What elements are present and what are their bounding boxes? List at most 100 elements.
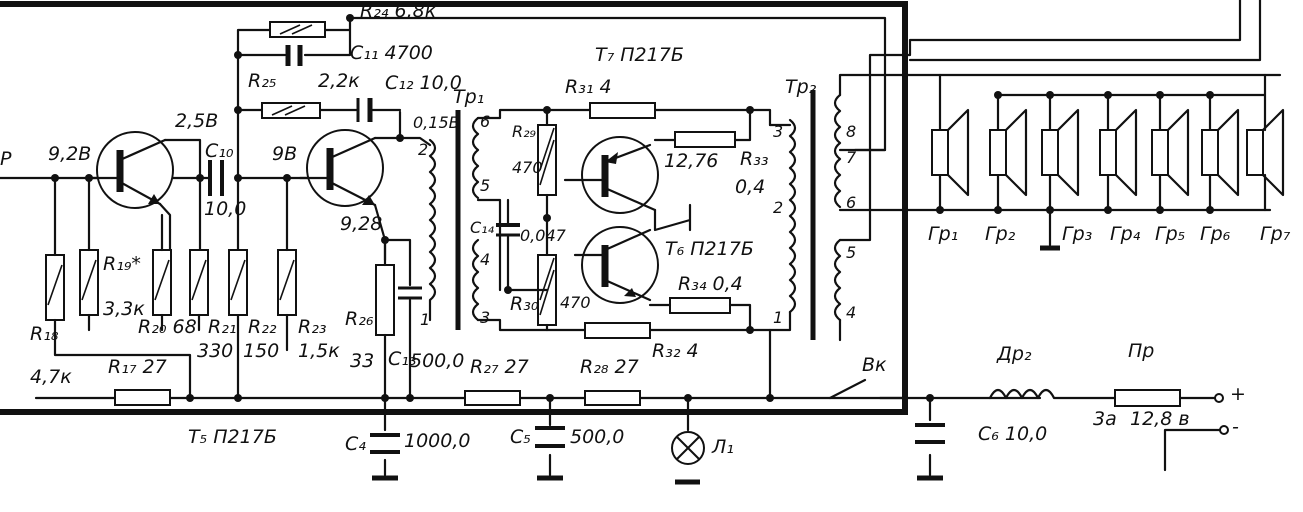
resistor-r29 [537,124,557,196]
label-r24: R₂₄ 6,8к [360,0,437,22]
transistor-driver [298,129,384,207]
enclosure-frame [0,1,908,415]
label-v-collector: 2,5В [175,110,219,132]
speaker-label: Гр₂ [985,223,1016,245]
label-tr1: Tр₁ [453,86,485,108]
label-r25: R₂₅ [248,70,277,92]
speaker-label: Гр₅ [1155,223,1186,245]
label-r21-value: 330 [197,340,234,362]
label-r23-value: 1,5к [298,340,340,362]
label-r21: R₂₁ [208,316,237,338]
speaker-array [931,73,1285,251]
label-c12: C₁₂ 10,0 [385,72,462,94]
capacitor-c10 [208,160,224,196]
t5-wiring [158,138,202,252]
label-v-emitter: 9,28 [340,213,383,235]
label-r22: R₂₂ [248,316,277,338]
capacitor-c11 [285,45,303,66]
label-c5: C₅ [510,426,531,448]
transistor-t6 [573,226,659,304]
label-lamp: Л₁ [712,436,734,458]
label-r34: R₃₄ 0,4 [678,273,743,295]
label-fuse: Пр [1128,340,1155,362]
terminals [1214,393,1229,435]
label-r19-value: 3,3к [103,298,145,320]
resistor-r25 [261,102,321,119]
label-t6: T₆ П217Б [665,238,754,260]
label-r30: R₃₀ [510,293,539,315]
transistor-t5 [83,131,174,209]
resistor-r20 [152,249,172,316]
tr2-pin: 8 [846,122,857,141]
label-tr2: Tр₂ [785,76,817,98]
label-input: Р [0,148,12,170]
output-resistor-wiring [648,108,752,332]
label-switch: Вк [862,354,887,376]
label-t5: T₅ П217Б [188,426,277,448]
capacitor-c12 [356,98,373,122]
label-r33: R₃₃ [740,148,769,170]
label-r20: R₂₀ 68 [138,316,197,338]
tr2-pin: 5 [846,243,857,262]
capacitor-c5 [535,426,565,481]
label-supply-voltage: 12,8 в [1130,408,1190,430]
label-c4: C₄ [345,433,366,455]
fuse-pr [1114,389,1217,407]
resistor-r22 [228,249,248,316]
resistor-r17 [114,389,171,406]
label-c14-value: 0,047 [520,226,566,245]
resistor-r28 [584,390,641,406]
label-c10: C₁₀ [205,140,234,162]
label-c10-value: 10,0 [204,198,247,220]
label-fuse-value: 3а [1093,408,1117,430]
tr1-pin: 2 [418,140,429,159]
label-minus: - [1232,416,1239,438]
label-r26-value: 33 [350,350,375,372]
bias-wiring-left [53,176,289,400]
label-r27: R₂₇ 27 [470,356,529,378]
label-plus: + [1230,383,1246,405]
resistor-r19 [79,249,99,316]
switch-vk-contacts [828,378,1042,400]
resistor-r23 [277,249,297,316]
label-v-base: 9В [272,143,298,165]
capacitor-c14 [496,223,520,237]
emitter-wiring [383,238,412,400]
label-c13: C₁₃ [388,348,417,370]
label-r23: R₂₃ [298,316,327,338]
label-r32: R₃₂ 4 [652,340,699,362]
tr2-pin: 6 [846,193,857,212]
tr1-pin: 3 [480,308,491,327]
label-c11: C₁₁ 4700 [350,42,433,64]
tr2-pin: 4 [846,303,857,322]
resistor-r34 [669,297,731,314]
label-r29: R₂₉ [512,122,536,141]
label-r30-value: 470 [560,293,591,312]
label-c5-value: 500,0 [570,426,625,448]
tr2-pin: 3 [773,122,784,141]
label-r18: R₁₈ [30,323,59,345]
speaker-label: Гр₁ [928,223,959,245]
minus-lead [1163,428,1222,472]
capacitor-c4 [370,433,400,481]
bias-wiring [506,108,549,332]
lamp-l1 [671,431,705,485]
label-dr2: Др₂ [997,343,1032,365]
resistor-r27 [464,390,521,406]
label-r29-value: 470 [512,158,543,177]
resistor-r32 [584,322,651,339]
resistor-r18 [45,254,65,321]
junction-dots [51,14,1214,402]
label-r25-value: 2,2к [318,70,360,92]
capacitor-c13 [398,286,422,300]
speaker-label: Гр₇ [1260,223,1291,245]
tr1-pin: 6 [480,112,491,131]
transistor-t7 [563,136,659,214]
label-r19: R₁₉* [103,253,141,275]
label-r22-value: 150 [243,340,280,362]
label-c13-value: 500,0 [410,350,465,372]
tr2-pin: 1 [773,308,784,327]
speaker-label: Гр₃ [1062,223,1093,245]
label-c4-value: 1000,0 [404,430,471,452]
